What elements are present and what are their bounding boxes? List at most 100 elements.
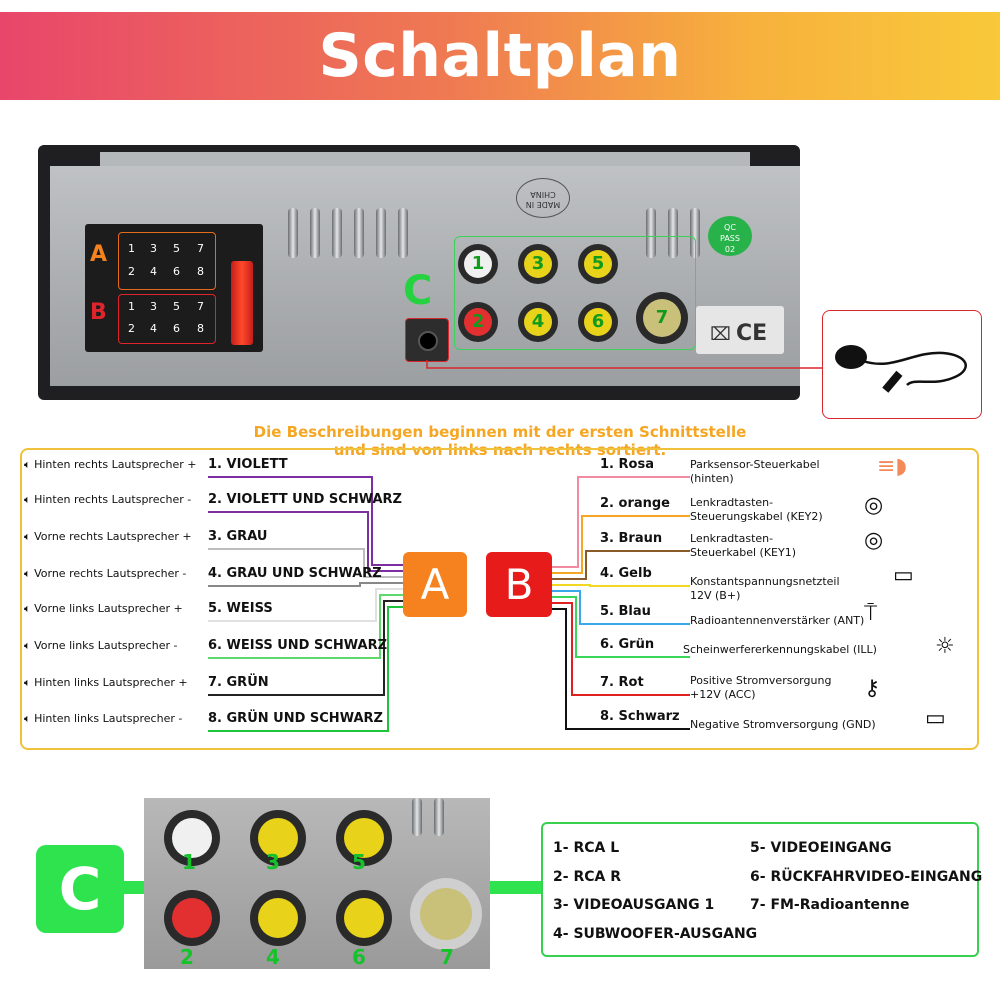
legend-text: RÜCKFAHRVIDEO-EINGANG [770,869,983,885]
steering-wheel-icon: ◎ [864,528,884,553]
svg-text:⌧: ⌧ [710,324,731,345]
wire-description-line: Steuerungskabel (KEY2) [690,510,823,523]
wire-label: 4. Gelb [600,566,652,581]
rca-port [250,890,306,946]
speaker-text: Hinten links Lautsprecher - [34,712,183,725]
speaker-icon: 🔈︎ [24,458,35,471]
legend-item: 1- RCA L [553,840,619,856]
vent-slot [354,208,364,258]
ce-mark-plate: ⌧ CE [696,306,784,354]
pin-label: 5 [173,300,180,313]
connector-b-pins [118,294,216,344]
legend-text: RCA L [573,840,620,856]
wire-line [208,548,403,578]
pin-label: 2 [128,265,135,278]
wire-line [552,596,690,658]
title-banner [0,12,1000,100]
wire-description-line: Lenkradtasten- [690,496,774,509]
wire-label: 8. GRÜN UND SCHWARZ [208,711,383,726]
rca-port [164,810,220,866]
wire-label: 7. GRÜN [208,675,269,690]
sun-icon: ☼ [935,634,955,659]
vent-slot [646,208,656,258]
legend-item: 6- RÜCKFAHRVIDEO-EINGANG [750,869,982,885]
vent-slot [690,208,700,258]
wire-line [208,511,403,572]
device-top-edge [100,152,750,166]
wire-description-line: Lenkradtasten- [690,532,774,545]
vent-slot [310,208,320,258]
mic-connection-line [426,360,823,369]
speaker-text: Vorne rechts Lautsprecher - [34,567,187,580]
speaker-icon: 🔈︎ [24,602,35,615]
svg-text:CE: CE [736,321,767,346]
connector-c-link [124,881,148,894]
ce-mark-icon: ⌧ CE [710,321,767,346]
wire-label: 5. WEISS [208,601,273,616]
legend-text: VIDEOEINGANG [770,840,892,856]
connector-a-box: A [403,552,467,617]
speaker-icon: 🔈︎ [24,639,35,652]
legend-number: 2- [553,869,574,885]
connector-a-marker: A [90,242,108,267]
antenna-port [410,878,482,950]
wire-label: 2. orange [600,496,671,511]
speaker-text: Hinten rechts Lautsprecher - [34,493,192,506]
wire-label: 1. Rosa [600,457,654,472]
speaker-icon: 🔈︎ [24,530,35,543]
wire-label: 8. Schwarz [600,709,680,724]
speaker-text: Hinten links Lautsprecher + [34,676,188,689]
steering-wheel-icon: ◎ [864,493,884,518]
port-number: 4 [266,945,280,969]
wire-description: Lenkradtasten-Steuerkabel (KEY1) [690,532,796,560]
speaker-label: 🔈︎ Vorne rechts Lautsprecher + [24,530,192,544]
speaker-text: Vorne links Lautsprecher - [34,639,178,652]
wire-label: 2. VIOLETT UND SCHWARZ [208,492,402,507]
pin-label: 7 [197,300,204,313]
connector-c-badge: C [36,845,124,933]
pin-label: 3 [150,242,157,255]
legend-item: 7- FM-Radioantenne [750,897,909,913]
rca-port: 1 [458,244,498,284]
connector-c-link [490,881,542,894]
wire-label: 6. Grün [600,637,655,652]
pin-label: 6 [173,265,180,278]
speaker-label: 🔈︎ Hinten links Lautsprecher + [24,676,188,690]
wire-description-line: Negative Stromversorgung (GND) [690,718,876,731]
legend-number: 4- [553,926,574,942]
wire-description-line: Steuerkabel (KEY1) [690,546,797,559]
rca-port: 6 [578,302,618,342]
wire-label: 1. VIOLETT [208,457,288,472]
wiring-panel [20,448,979,750]
pin-label: 7 [197,242,204,255]
antenna-icon: ⍑ [864,601,878,626]
fuse [231,261,253,345]
wire-description-line: 12V (B+) [690,589,741,602]
vent-slot [332,208,342,258]
microphone-box [822,310,982,419]
legend-text: FM-Radioantenne [770,897,910,913]
wire-description-line: (hinten) [690,472,734,485]
wire-description: Radioantennenverstärker (ANT) [690,614,864,628]
rca-port [164,890,220,946]
port-number: 5 [352,850,366,874]
pin-label: 8 [197,265,204,278]
wire-label: 6. WEISS UND SCHWARZ [208,638,388,653]
rca-port: 2 [458,302,498,342]
wire-description-line: Konstantspannungsnetzteil [690,575,840,588]
wire-label: 4. GRAU UND SCHWARZ [208,566,382,581]
rca-port [336,810,392,866]
note-line-2: und sind von links nach rechts sortiert. [333,441,667,459]
pin-label: 1 [128,242,135,255]
rca-panel [454,236,696,350]
rca-port [336,890,392,946]
connector-b-marker: B [90,300,107,325]
pin-label: 4 [150,265,157,278]
speaker-label: 🔈︎ Hinten rechts Lautsprecher - [24,493,191,507]
wire-line [552,590,690,625]
speaker-label: 🔈︎ Hinten rechts Lautsprecher + [24,458,197,472]
legend-text: SUBWOOFER-AUSGANG [573,926,758,942]
wire-line [552,584,690,587]
port-number: 3 [266,850,280,874]
